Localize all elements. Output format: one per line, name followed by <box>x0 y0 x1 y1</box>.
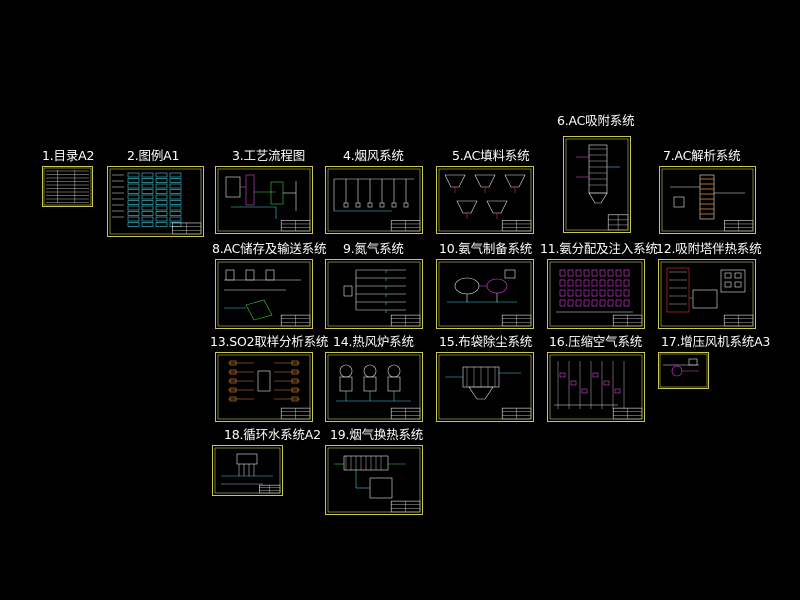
drawing-sheet-9[interactable] <box>325 259 423 329</box>
sheet-graphic <box>214 447 281 494</box>
drawing-sheet-5[interactable] <box>436 166 534 234</box>
sheet-graphic <box>109 168 202 235</box>
sheet-graphic <box>438 168 532 232</box>
drawing-sheet-7[interactable] <box>659 166 756 234</box>
sheet-title: 13.SO2取样分析系统 <box>210 334 329 349</box>
drawing-sheet-3[interactable] <box>215 166 313 234</box>
sheet-title: 9.氮气系统 <box>343 241 404 256</box>
drawing-sheet-1[interactable] <box>42 166 93 207</box>
drawing-sheet-16[interactable] <box>547 352 645 422</box>
sheet-title: 16.压缩空气系统 <box>549 334 643 349</box>
sheet-graphic <box>549 354 643 420</box>
drawing-sheet-11[interactable] <box>547 259 645 329</box>
sheet-title: 11.氨分配及注入系统 <box>540 241 658 256</box>
sheet-graphic <box>43 167 92 206</box>
sheet-title: 10.氨气制备系统 <box>439 241 533 256</box>
sheet-graphic <box>217 261 311 327</box>
drawing-sheet-8[interactable] <box>215 259 313 329</box>
sheet-title: 19.烟气换热系统 <box>330 427 424 442</box>
sheet-graphic <box>217 168 311 232</box>
drawing-sheet-10[interactable] <box>436 259 534 329</box>
sheet-title: 17.增压风机系统A3 <box>661 334 771 349</box>
sheet-title: 14.热风炉系统 <box>333 334 414 349</box>
sheet-graphic <box>659 353 708 388</box>
drawing-sheet-18[interactable] <box>212 445 283 496</box>
drawing-sheet-2[interactable] <box>107 166 204 237</box>
drawing-sheet-6[interactable] <box>563 136 631 233</box>
drawing-sheet-13[interactable] <box>215 352 313 422</box>
drawing-sheet-4[interactable] <box>325 166 423 234</box>
sheet-graphic <box>661 168 754 232</box>
sheet-title: 2.图例A1 <box>127 148 180 163</box>
sheet-title: 7.AC解析系统 <box>663 148 741 163</box>
sheet-title: 6.AC吸附系统 <box>557 113 635 128</box>
sheet-title: 15.布袋除尘系统 <box>439 334 533 349</box>
sheet-graphic <box>660 261 754 327</box>
sheet-title: 12.吸附塔伴热系统 <box>656 241 762 256</box>
sheet-title: 18.循环水系统A2 <box>224 427 321 442</box>
sheet-graphic <box>438 354 532 420</box>
sheet-graphic <box>327 447 421 513</box>
sheet-graphic <box>438 261 532 327</box>
sheet-title: 3.工艺流程图 <box>232 148 306 163</box>
sheet-title: 1.目录A2 <box>42 148 95 163</box>
sheet-graphic <box>549 261 643 327</box>
sheet-graphic <box>327 354 421 420</box>
sheet-title: 5.AC填料系统 <box>452 148 530 163</box>
sheet-graphic <box>327 168 421 232</box>
sheet-title: 8.AC储存及输送系统 <box>212 241 327 256</box>
sheet-title: 4.烟风系统 <box>343 148 404 163</box>
drawing-sheet-15[interactable] <box>436 352 534 422</box>
sheet-graphic <box>565 138 629 231</box>
sheet-graphic <box>327 261 421 327</box>
sheet-graphic <box>217 354 311 420</box>
drawing-sheet-17[interactable] <box>658 352 709 389</box>
drawing-sheet-12[interactable] <box>658 259 756 329</box>
drawing-sheet-19[interactable] <box>325 445 423 515</box>
drawing-sheet-14[interactable] <box>325 352 423 422</box>
